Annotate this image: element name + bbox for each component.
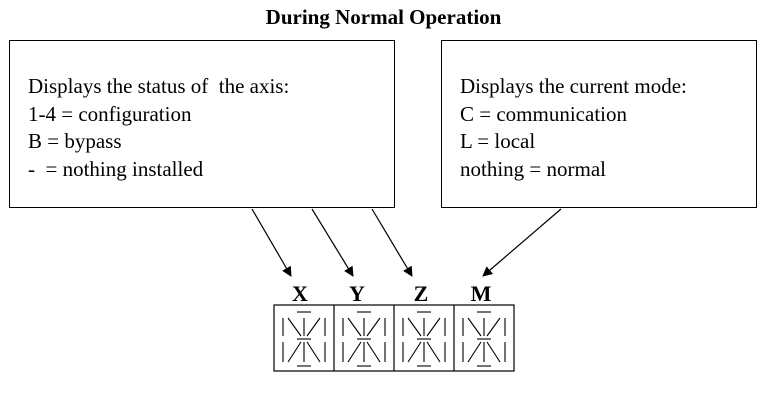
diagram-title: During Normal Operation: [265, 5, 502, 29]
axis-status-line: B = bypass: [28, 129, 122, 153]
arrow-to-x: [251, 208, 292, 277]
mode-line: C = communication: [460, 101, 627, 126]
axis-status-line: - = nothing installed: [28, 156, 204, 181]
display-label-x: X: [292, 281, 308, 306]
axis-status-line: Displays the status of the axis:: [28, 74, 290, 98]
mode-line: nothing = normal: [460, 156, 606, 181]
mode-line: L = local: [460, 129, 536, 153]
display-label-z: Z: [413, 281, 429, 306]
mode-line: Displays the current mode:: [460, 74, 687, 98]
arrow-to-y: [311, 208, 354, 277]
display-digit: [462, 311, 506, 367]
display-digit: [342, 311, 386, 367]
display-digit: [402, 311, 446, 367]
axis-status-box: Displays the status of the axis: 1-4 = c…: [9, 40, 395, 208]
arrow-to-z: [371, 208, 413, 277]
character-display: [273, 304, 515, 372]
display-label-y: Y: [349, 281, 365, 306]
arrow-to-m: [482, 208, 562, 277]
mode-box: Displays the current mode: C = communica…: [441, 40, 757, 208]
display-digit: [282, 311, 326, 367]
axis-status-line: 1-4 = configuration: [28, 101, 192, 126]
display-label-m: M: [470, 281, 492, 306]
